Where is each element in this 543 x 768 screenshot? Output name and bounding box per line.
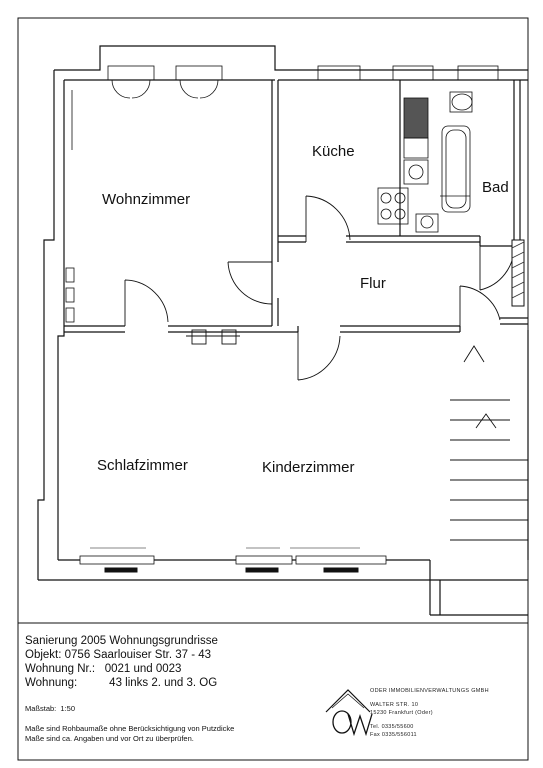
interior-walls [64,80,529,560]
radiators [65,90,75,323]
kitchen-fixtures [377,97,429,225]
apartment-number-line: Wohnung Nr.: 0021 und 0023 [25,663,182,675]
bathroom-fixtures [415,91,473,233]
chimney [511,239,525,307]
project-title: Sanierung 2005 Wohnungsgrundrisse [25,635,218,647]
room-label-wohnzimmer: Wohnzimmer [102,191,190,208]
company-street: WALTER STR. 10 [370,702,419,708]
dimension-note-2: Maße sind ca. Angaben und vor Ort zu übe… [25,734,194,743]
windows-top [107,65,499,99]
staircase [450,345,528,541]
title-block: Sanierung 2005 Wohnungsgrundrisse Objekt… [18,624,528,764]
company-name: ODER IMMOBILIENVERWALTUNGS GMBH [370,688,489,694]
company-fax: Fax 0335/556011 [370,732,417,738]
scale-label: Maßstab: 1:50 [25,704,76,713]
doors [124,195,515,381]
room-label-bad: Bad [482,179,509,196]
room-label-kueche: Küche [312,143,355,160]
object-line: Objekt: 0756 Saarlouiser Str. 37 - 43 [25,649,212,661]
company-phone: Tel. 0335/55600 [370,724,414,730]
dimension-note-1: Maße sind Rohbaumaße ohne Berücksichtigu… [25,724,235,733]
outer-walls [37,45,528,616]
room-label-flur: Flur [360,275,386,292]
windows-bottom [79,547,387,573]
room-label-schlafzimmer: Schlafzimmer [97,457,188,474]
company-logo-icon [325,689,373,737]
company-city: 15230 Frankfurt (Oder) [370,710,433,716]
apartment-line: Wohnung: 43 links 2. und 3. OG [25,677,218,689]
room-label-kinderzimmer: Kinderzimmer [262,459,355,476]
